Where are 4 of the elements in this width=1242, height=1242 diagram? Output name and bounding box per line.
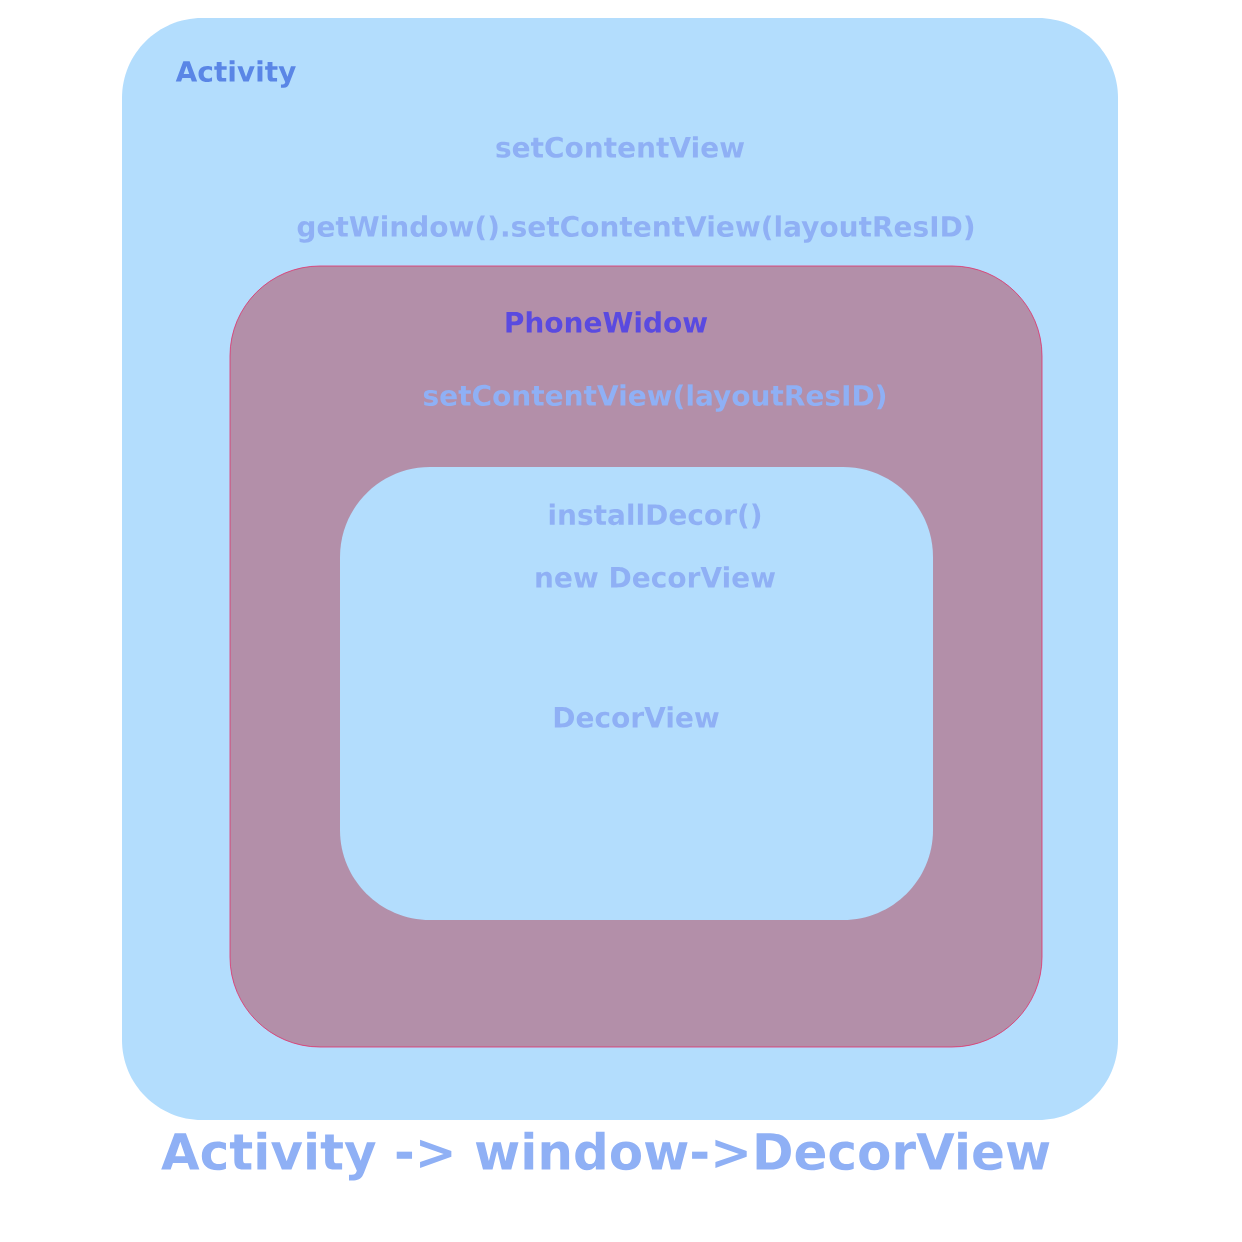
heading: PhoneWidow <box>506 311 708 333</box>
heading: Activity <box>175 60 296 88</box>
caption: Activity -> window->DecorView <box>161 1131 1050 1181</box>
method-call: setContentView(layoutResID) <box>423 384 886 412</box>
